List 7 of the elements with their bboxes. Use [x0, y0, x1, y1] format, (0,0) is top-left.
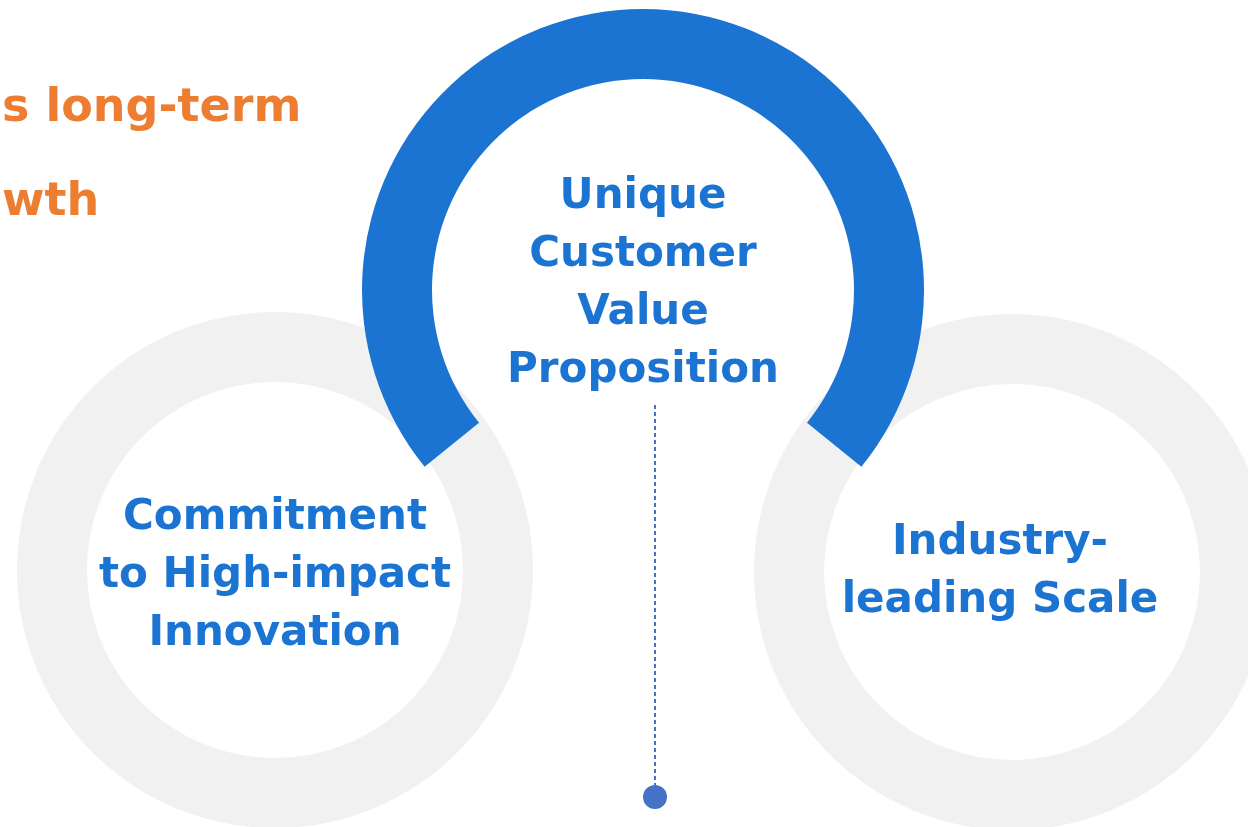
node-label: Commitment to High-impact Innovation	[97, 489, 452, 657]
node-label: Unique Customer Value Proposition	[506, 168, 780, 394]
node-label: Industry-leading Scale	[840, 514, 1160, 624]
heading-fragment: s long-term	[2, 78, 302, 132]
leader-line	[654, 404, 656, 786]
heading-fragment: wth	[2, 172, 100, 226]
end-dot	[643, 785, 667, 809]
